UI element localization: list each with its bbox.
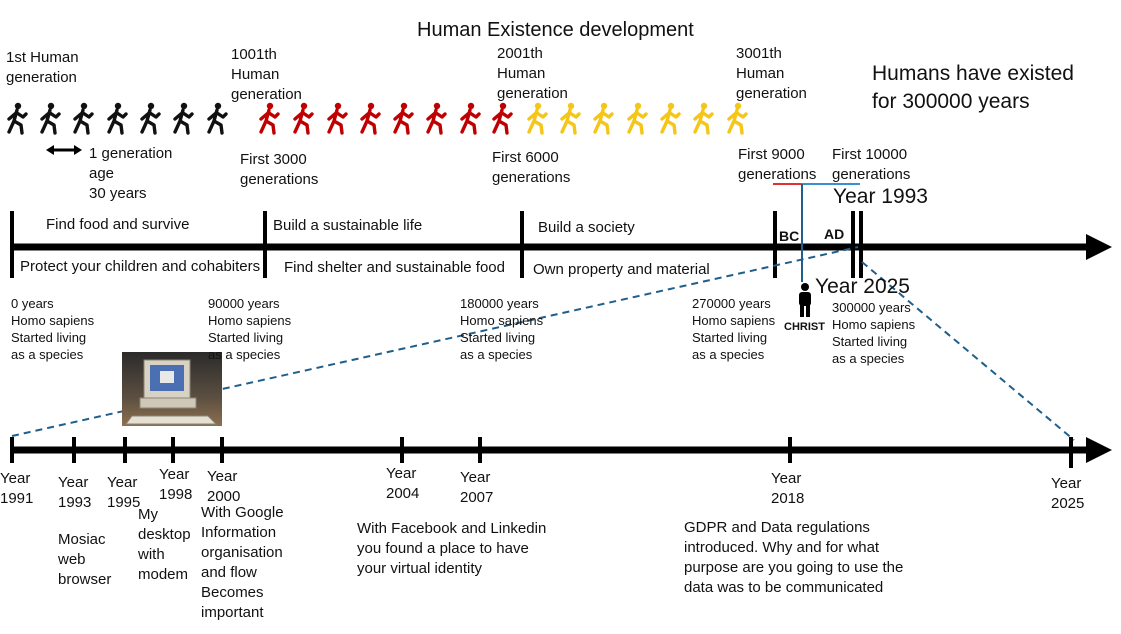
walker-yellow-icon <box>627 102 648 135</box>
milestone-300000: 300000 years Homo sapiens Started living… <box>832 300 916 366</box>
upper-timeline-arrowhead <box>1086 234 1112 260</box>
first-3000-label: First 3000 generations <box>240 151 319 188</box>
first-6000-label: First 6000 generations <box>492 149 571 186</box>
ad-label: AD <box>824 226 845 242</box>
first-10000-label: First 10000 generations <box>832 146 911 183</box>
christ-figure-icon <box>799 283 811 317</box>
year-label-1993: Year 1993 <box>58 474 92 511</box>
event-gdpr: GDPR and Data regulations introduced. Wh… <box>684 519 904 596</box>
year-2025-label: Year 2025 <box>815 275 910 298</box>
diagram-title: Human Existence development <box>417 19 694 41</box>
era-2-bottom: Find shelter and sustainable food <box>284 259 505 276</box>
bc-label: BC <box>779 228 800 244</box>
era-3-bottom: Own property and material <box>533 261 710 278</box>
walker-red-icon <box>426 102 447 135</box>
year-label-1998: Year 1998 <box>159 466 193 503</box>
desktop-computer-image <box>122 352 222 426</box>
walker-red-icon <box>393 102 414 135</box>
milestone-270000: 270000 years Homo sapiens Started living… <box>692 296 776 362</box>
year-label-1995: Year 1995 <box>107 474 141 511</box>
event-google: With Google Information organisation and… <box>201 504 284 621</box>
gen-1001-label: 1001th Human generation <box>231 46 302 103</box>
generation-span-arrow-icon <box>46 145 82 155</box>
year-label-2007: Year 2007 <box>460 469 494 506</box>
walker-red-icon <box>360 102 381 135</box>
milestone-90000: 90000 years Homo sapiens Started living … <box>208 296 292 362</box>
generation-age-label: 1 generation age 30 years <box>89 145 173 202</box>
milestone-180000: 180000 years Homo sapiens Started living… <box>460 296 544 362</box>
year-label-2004: Year 2004 <box>386 465 420 502</box>
era-3-top: Build a society <box>538 219 635 236</box>
walker-red-icon <box>460 102 481 135</box>
event-desktop: My desktop with modem <box>138 506 191 583</box>
walker-black-icon <box>107 102 128 135</box>
year-label-2025: Year 2025 <box>1051 475 1085 512</box>
walker-black-icon <box>207 102 228 135</box>
gen-2001-label: 2001th Human generation <box>497 45 568 102</box>
event-mosaic: Mosiac web browser <box>58 531 112 588</box>
gen-1-label-text: 1st Human generation <box>6 49 79 86</box>
walker-black-icon <box>73 102 94 135</box>
walker-yellow-icon <box>527 102 548 135</box>
walker-black-icon <box>173 102 194 135</box>
era-2-top: Build a sustainable life <box>273 217 423 234</box>
year-label-2000: Year 2000 <box>207 468 241 505</box>
walker-red-icon <box>293 102 314 135</box>
walker-yellow-icon <box>727 102 748 135</box>
first-9000-label: First 9000 generations <box>738 146 817 183</box>
event-facebook: With Facebook and Linkedin you found a p… <box>357 520 547 577</box>
walker-black-icon <box>40 102 61 135</box>
walker-yellow-icon <box>593 102 614 135</box>
era-1-top: Find food and survive <box>46 216 190 233</box>
gen-1-label: 1st Human generation <box>6 48 79 88</box>
walker-red-icon <box>492 102 513 135</box>
gen-3001-label: 3001th Human generation <box>736 45 807 102</box>
milestone-0: 0 years Homo sapiens Started living as a… <box>11 296 95 362</box>
walker-yellow-icon <box>693 102 714 135</box>
headline: Humans have existed for 300000 years <box>872 62 1074 113</box>
era-1-bottom: Protect your children and cohabiters <box>20 258 261 275</box>
walker-red-icon <box>327 102 348 135</box>
lower-timeline-arrowhead <box>1086 437 1112 463</box>
walker-black-icon <box>7 102 28 135</box>
year-label-1991: Year 1991 <box>0 470 34 507</box>
walker-red-icon <box>259 102 280 135</box>
christ-label: CHRIST <box>784 321 825 333</box>
walker-black-icon <box>140 102 161 135</box>
year-label-2018: Year 2018 <box>771 470 805 507</box>
year-1993-label: Year 1993 <box>833 185 928 208</box>
zoom-line-right <box>861 261 1075 441</box>
walker-yellow-icon <box>660 102 681 135</box>
walker-yellow-icon <box>560 102 581 135</box>
generation-walkers <box>7 102 748 135</box>
